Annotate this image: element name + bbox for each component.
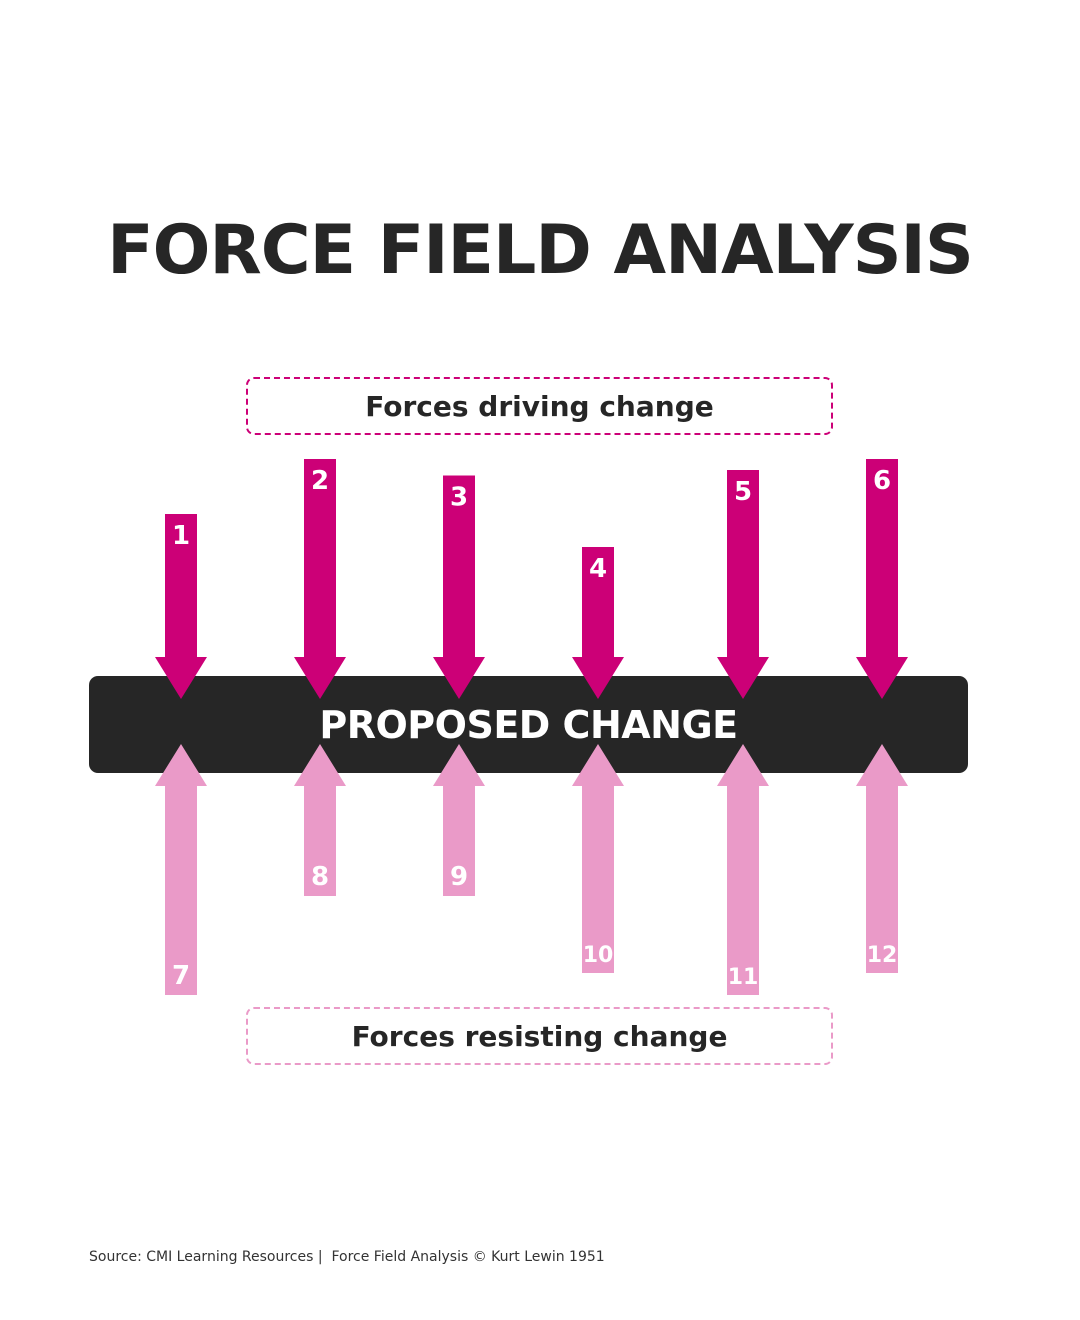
driving-force-arrow-4 (572, 547, 624, 699)
driving-force-arrow-6 (856, 459, 908, 699)
driving-force-arrow-5 (717, 470, 769, 699)
resisting-force-number-7: 7 (172, 961, 190, 991)
proposed-change-label: PROPOSED CHANGE (319, 702, 738, 747)
resisting-force-arrow-12 (856, 744, 908, 973)
resisting-force-arrow-7 (155, 744, 207, 995)
resisting-force-arrow-9 (433, 744, 485, 896)
resisting-force-arrow-11 (717, 744, 769, 995)
driving-force-arrow-2 (294, 459, 346, 699)
resisting-force-arrow-10 (572, 744, 624, 973)
page-title: FORCE FIELD ANALYSIS (107, 211, 974, 290)
source-citation: Source: CMI Learning Resources | Force F… (89, 1249, 605, 1265)
driving-force-arrow-3 (433, 475, 485, 699)
resisting-force-number-10: 10 (583, 943, 614, 968)
resisting-force-number-8: 8 (311, 862, 329, 892)
driving-force-number-3: 3 (450, 483, 468, 513)
resisting-forces-label-text: Forces resisting change (351, 1019, 728, 1053)
resisting-force-number-11: 11 (728, 965, 759, 990)
resisting-force-number-9: 9 (450, 862, 468, 892)
driving-force-number-4: 4 (589, 554, 607, 584)
driving-forces-label: Forces driving change (246, 377, 833, 435)
driving-forces-label-text: Forces driving change (365, 389, 714, 423)
resisting-force-number-12: 12 (867, 943, 898, 968)
driving-force-number-2: 2 (311, 466, 329, 496)
driving-force-number-5: 5 (734, 477, 752, 507)
proposed-change-bar (89, 676, 968, 773)
resisting-force-arrow-8 (294, 744, 346, 896)
driving-force-arrow-1 (155, 514, 207, 699)
driving-force-number-1: 1 (172, 521, 190, 551)
driving-force-number-6: 6 (873, 466, 891, 496)
resisting-forces-label: Forces resisting change (246, 1007, 833, 1065)
